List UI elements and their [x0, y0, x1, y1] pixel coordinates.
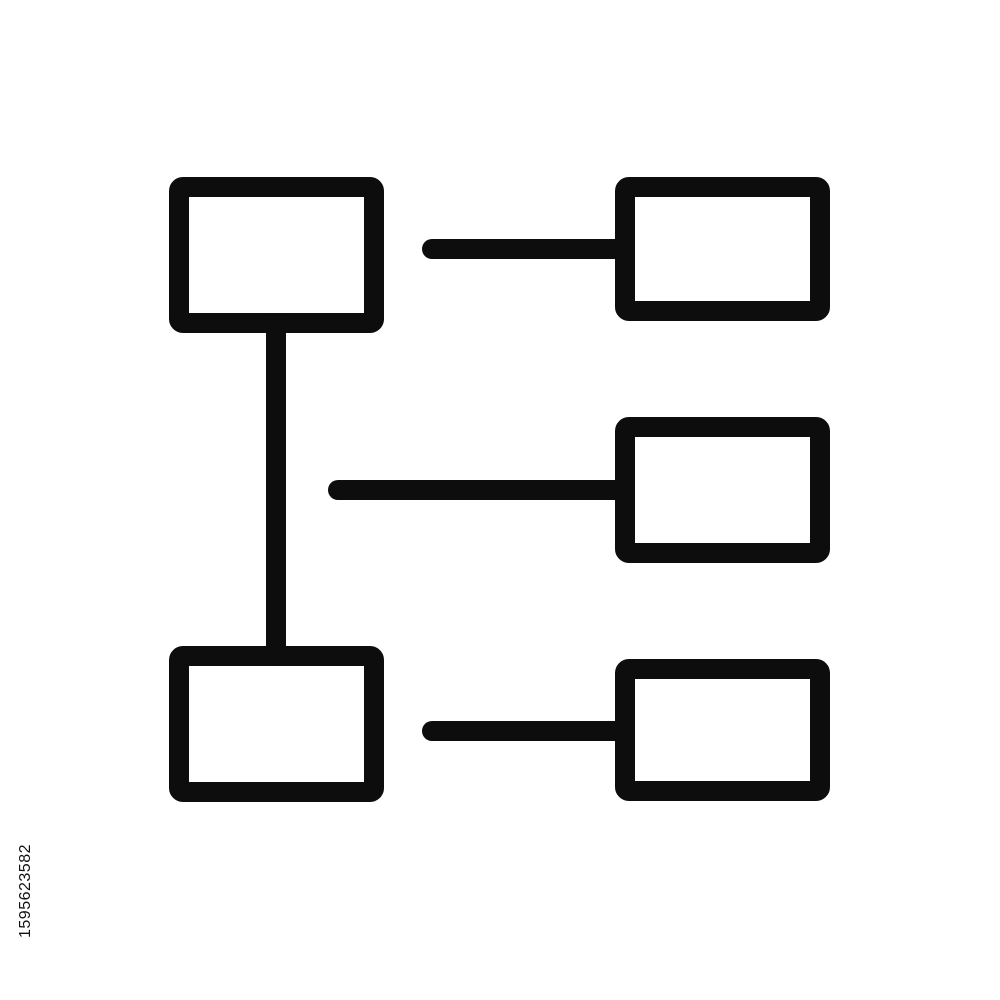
child-node-3: [615, 659, 830, 801]
parent-node-bottom: [169, 646, 384, 802]
side-label: 1595623582: [17, 844, 34, 938]
child-node-1: [615, 177, 830, 321]
parent-node-top: [169, 177, 384, 333]
child-node-2: [615, 417, 830, 563]
